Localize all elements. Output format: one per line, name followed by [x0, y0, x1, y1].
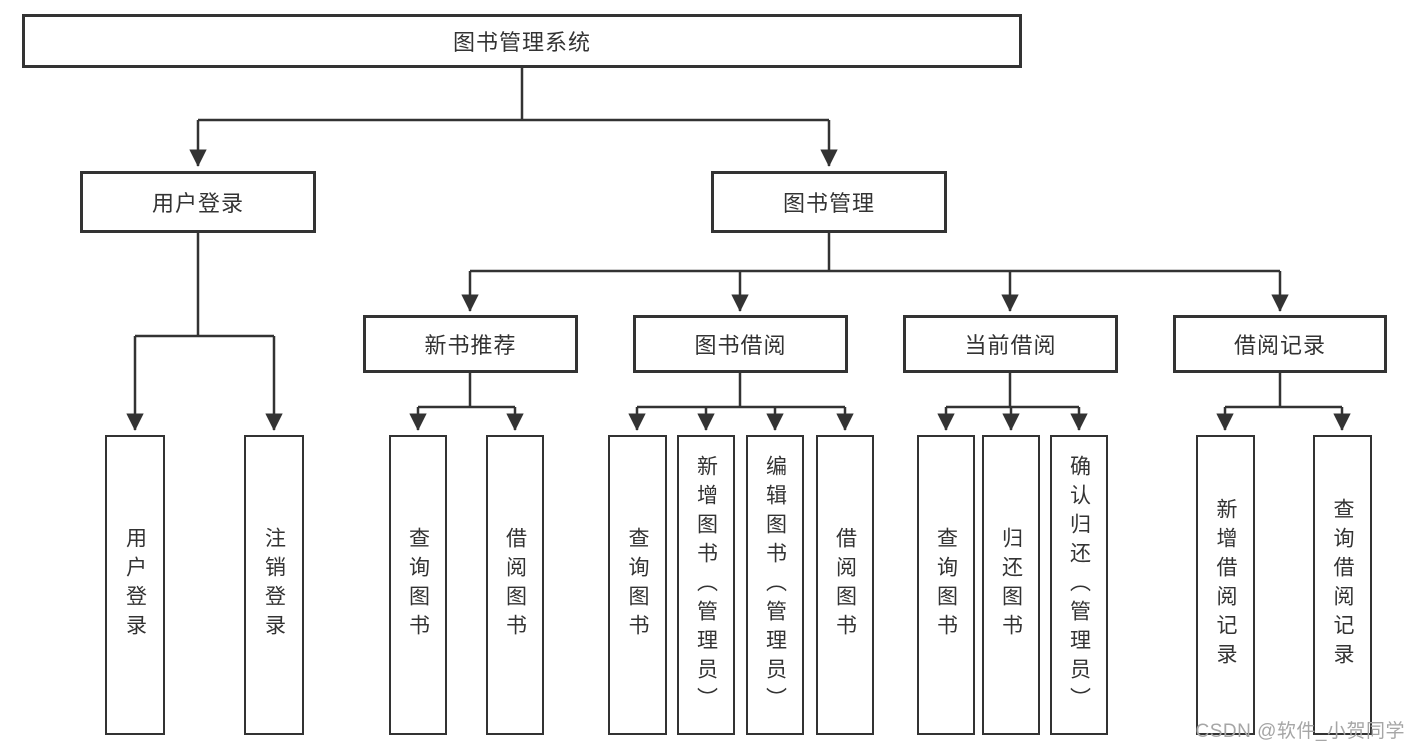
- node-user-login-branch: 用户登录: [80, 171, 316, 233]
- node-book-borrow: 图书借阅: [633, 315, 848, 373]
- leaf-bw-query-book: 查询图书: [608, 435, 667, 735]
- leaf-bw-edit-book-label: 编辑图书（管理员）: [763, 454, 787, 716]
- leaf-cur-confirm-return-label: 确认归还（管理员）: [1067, 454, 1091, 716]
- leaf-logout: 注销登录: [244, 435, 304, 735]
- node-borrow-records: 借阅记录: [1173, 315, 1387, 373]
- leaf-nb-borrow-book: 借阅图书: [486, 435, 544, 735]
- leaf-bw-edit-book: 编辑图书（管理员）: [746, 435, 804, 735]
- leaf-bw-add-book-label: 新增图书（管理员）: [694, 454, 718, 716]
- node-current-borrow: 当前借阅: [903, 315, 1118, 373]
- leaf-rec-query-record: 查询借阅记录: [1313, 435, 1372, 735]
- leaf-rec-query-record-label: 查询借阅记录: [1331, 498, 1354, 672]
- leaf-cur-query-book: 查询图书: [917, 435, 975, 735]
- node-book-mgmt-branch: 图书管理: [711, 171, 947, 233]
- node-new-book-recommend: 新书推荐: [363, 315, 578, 373]
- leaf-bw-add-book: 新增图书（管理员）: [677, 435, 735, 735]
- leaf-user-login-label: 用户登录: [123, 527, 147, 643]
- leaf-cur-return-book: 归还图书: [982, 435, 1040, 735]
- leaf-nb-query-book-label: 查询图书: [406, 527, 430, 643]
- leaf-nb-query-book: 查询图书: [389, 435, 447, 735]
- leaf-cur-confirm-return: 确认归还（管理员）: [1050, 435, 1108, 735]
- leaf-bw-borrow-book: 借阅图书: [816, 435, 874, 735]
- leaf-bw-borrow-book-label: 借阅图书: [833, 527, 857, 643]
- leaf-logout-label: 注销登录: [262, 527, 286, 643]
- leaf-nb-borrow-book-label: 借阅图书: [503, 527, 527, 643]
- csdn-watermark: CSDN @软件_小贺同学: [1195, 721, 1405, 742]
- leaf-user-login: 用户登录: [105, 435, 165, 735]
- node-root-system: 图书管理系统: [22, 14, 1022, 68]
- leaf-cur-query-book-label: 查询图书: [934, 527, 958, 643]
- leaf-bw-query-book-label: 查询图书: [626, 527, 649, 643]
- leaf-rec-add-record: 新增借阅记录: [1196, 435, 1255, 735]
- leaf-cur-return-book-label: 归还图书: [999, 527, 1023, 643]
- leaf-rec-add-record-label: 新增借阅记录: [1214, 498, 1237, 672]
